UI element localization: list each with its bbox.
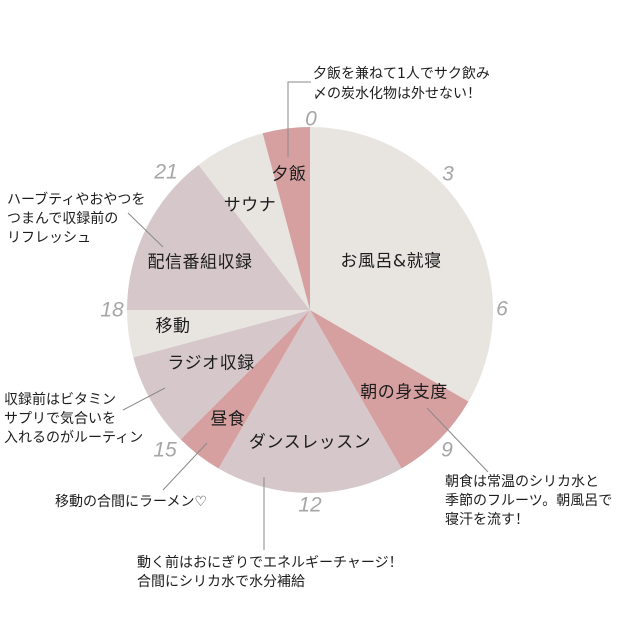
pie-slice-lunch bbox=[180, 310, 310, 469]
slice-label-morning-prep: 朝の身支度 bbox=[360, 382, 448, 403]
annotation-line: 収録前はビタミン bbox=[4, 392, 116, 408]
leader-line-morning-prep bbox=[426, 407, 489, 473]
annotation-line: 移動の合間にラーメン♡ bbox=[55, 494, 207, 510]
annotation-line: 季節のフルーツ。朝風呂で bbox=[445, 493, 613, 509]
pie-slice-dinner bbox=[262, 127, 310, 310]
annotation-morning-prep: 朝食は常温のシリカ水と 季節のフルーツ。朝風呂で 寝汗を流す！ bbox=[445, 473, 612, 530]
annotation-stream-recording: ハーブティやおやつを つまんで収録前の リフレッシュ bbox=[7, 191, 145, 248]
pie-slice-radio-recording bbox=[133, 310, 310, 440]
annotation-line: 朝食は常温のシリカ水と bbox=[445, 474, 599, 490]
leader-line-lunch bbox=[162, 442, 208, 491]
annotation-line: 合間にシリカ水で水分補給 bbox=[137, 574, 305, 590]
slice-label-commute: 移動 bbox=[155, 316, 191, 337]
slice-label-dance-lesson: ダンスレッスン bbox=[248, 432, 372, 453]
leader-lines bbox=[122, 81, 489, 550]
slice-label-lunch: 昼食 bbox=[210, 409, 246, 430]
pie-slice-stream-recording bbox=[127, 164, 310, 310]
leader-line-radio-recording bbox=[122, 387, 166, 411]
annotation-line: 寝汗を流す！ bbox=[445, 512, 529, 528]
annotation-line: 動く前はおにぎりでエネルギーチャージ！ bbox=[137, 555, 403, 571]
pie-slices bbox=[127, 127, 493, 493]
hour-tick-3: 3 bbox=[442, 162, 454, 186]
hour-tick-0: 0 bbox=[305, 107, 317, 131]
hour-tick-21: 21 bbox=[154, 160, 178, 184]
annotation-line: 入れるのがルーティン bbox=[4, 430, 144, 446]
annotation-line: つまんで収録前の bbox=[7, 211, 119, 227]
slice-label-sauna: サウナ bbox=[223, 195, 277, 216]
pie-slice-commute bbox=[127, 310, 310, 358]
pie-slice-bath-sleep bbox=[310, 127, 493, 402]
slice-label-dinner: 夕飯 bbox=[271, 164, 307, 185]
leader-line-dinner bbox=[287, 81, 311, 157]
annotation-line: ハーブティやおやつを bbox=[7, 192, 146, 208]
annotation-dinner: 夕飯を兼ねて1人でサク飲み 〆の炭水化物は外せない！ bbox=[313, 64, 490, 104]
annotation-line: サプリで気合いを bbox=[4, 411, 116, 427]
annotation-line: リフレッシュ bbox=[7, 230, 91, 246]
annotation-line: 夕飯を兼ねて1人でサク飲み bbox=[313, 66, 490, 82]
annotation-lunch: 移動の合間にラーメン♡ bbox=[55, 493, 207, 512]
slice-label-stream-recording: 配信番組収録 bbox=[147, 252, 253, 273]
leader-line-stream-recording bbox=[127, 212, 164, 248]
hour-tick-12: 12 bbox=[298, 493, 322, 517]
pie-slice-sauna bbox=[198, 133, 310, 310]
slice-label-bath-sleep: お風呂&就寝 bbox=[340, 251, 442, 272]
slice-label-radio-recording: ラジオ収録 bbox=[167, 353, 255, 374]
annotation-radio-recording: 収録前はビタミン サプリで気合いを 入れるのがルーティン bbox=[4, 391, 143, 448]
hour-tick-15: 15 bbox=[153, 438, 177, 462]
annotation-line: 〆の炭水化物は外せない！ bbox=[313, 86, 481, 102]
hour-tick-9: 9 bbox=[441, 438, 453, 462]
pie-slice-dance-lesson bbox=[218, 310, 402, 493]
hour-tick-6: 6 bbox=[496, 297, 508, 321]
hour-tick-18: 18 bbox=[100, 298, 124, 322]
pie-slice-morning-prep bbox=[310, 310, 469, 469]
annotation-dance-lesson: 動く前はおにぎりでエネルギーチャージ！ 合間にシリカ水で水分補給 bbox=[137, 554, 403, 592]
